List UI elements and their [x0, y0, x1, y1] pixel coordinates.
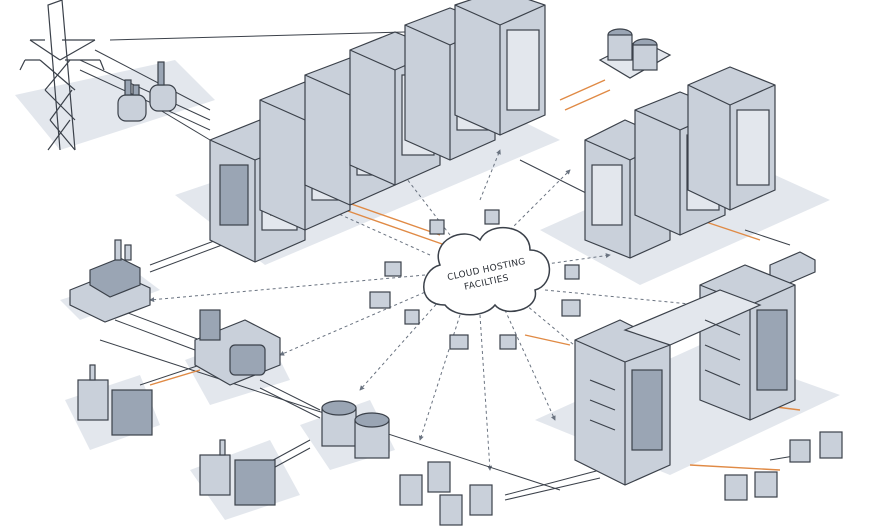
device-icon — [384, 261, 402, 277]
power-box-icon — [399, 474, 423, 506]
power-box-icon — [77, 379, 109, 421]
device-icon — [404, 309, 420, 325]
device-icon — [561, 299, 581, 317]
device-icon — [724, 474, 748, 501]
power-box-icon — [234, 459, 276, 506]
transmission-tower-icon — [19, 0, 105, 151]
server-rack-icon — [454, 0, 546, 136]
device-icon — [499, 334, 517, 350]
power-lines-orange — [149, 79, 801, 471]
power-box-icon — [427, 461, 451, 493]
storage-tank-icon — [321, 400, 390, 459]
data-center-building — [574, 264, 796, 486]
power-box-icon — [439, 494, 463, 526]
server-rack-row-main — [209, 0, 546, 263]
device-icon — [484, 209, 500, 225]
device-icon — [369, 291, 391, 309]
transformer-icon — [117, 61, 177, 122]
device-icon — [789, 439, 811, 463]
cooling-tower-icon — [598, 28, 672, 79]
battery-group — [399, 461, 493, 526]
device-icon — [754, 471, 778, 498]
device-group-bottom-right — [724, 431, 843, 501]
power-box-icon — [111, 389, 153, 436]
cloud-icon: CLOUD HOSTING FACILTIES — [423, 226, 551, 316]
device-icon — [429, 219, 445, 235]
power-box-icon — [469, 484, 493, 516]
device-icon — [819, 431, 843, 459]
device-icon — [449, 334, 469, 350]
cloud-devices — [369, 209, 581, 350]
pump-icon — [194, 309, 281, 386]
factory-icon — [69, 239, 151, 323]
server-rack-icon — [687, 66, 776, 211]
power-box-left — [77, 364, 276, 506]
server-rack-row-right — [584, 66, 776, 259]
power-box-icon — [199, 454, 231, 496]
device-icon — [564, 264, 580, 280]
